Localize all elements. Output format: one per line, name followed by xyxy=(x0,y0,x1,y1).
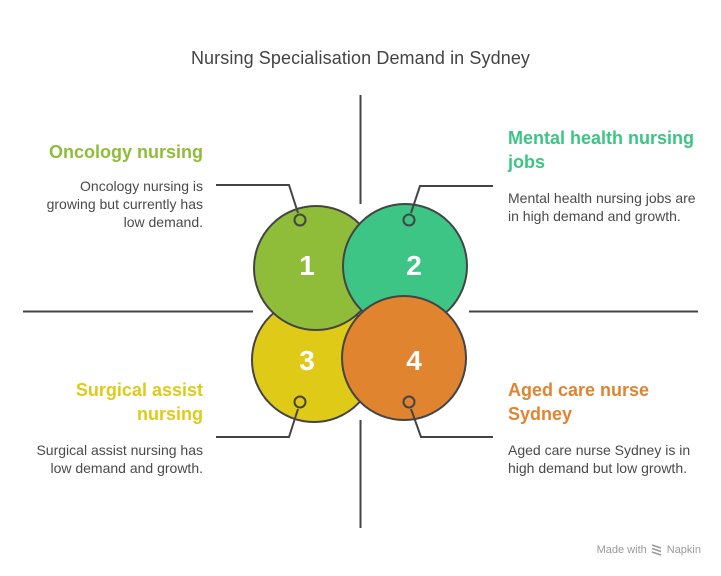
description-oncology: Oncology nursing is growing but currentl… xyxy=(46,178,203,230)
napkin-logo-icon xyxy=(651,544,661,556)
callout-connector-2 xyxy=(410,185,493,214)
number-2: 2 xyxy=(406,250,422,281)
callout-dot-4 xyxy=(402,395,416,409)
callout-dot-3 xyxy=(293,395,307,409)
callout-connector-3 xyxy=(216,408,299,438)
callout-connector-1 xyxy=(216,184,299,214)
heading-aged-care: Aged care nurse Sydney xyxy=(508,380,650,424)
callout-connector-4 xyxy=(410,408,493,438)
number-4: 4 xyxy=(406,345,422,376)
napkin-brand-label: Napkin xyxy=(666,544,701,556)
heading-mental-health: Mental health nursing jobs xyxy=(508,128,695,172)
circle-aged-care xyxy=(341,295,467,421)
description-surgical-assist: Surgical assist nursing has low demand a… xyxy=(36,442,203,476)
callout-dot-2 xyxy=(402,213,416,227)
description-mental-health: Mental health nursing jobs are in high d… xyxy=(508,190,696,224)
diagram-title: Nursing Specialisation Demand in Sydney xyxy=(190,48,531,68)
made-with-napkin-badge[interactable]: Made with Napkin xyxy=(597,544,701,556)
heading-surgical-assist: Surgical assist nursing xyxy=(75,380,203,424)
heading-oncology: Oncology nursing xyxy=(48,142,203,162)
number-1: 1 xyxy=(299,250,315,281)
description-aged-care: Aged care nurse Sydney is in high demand… xyxy=(508,442,691,476)
number-3: 3 xyxy=(299,345,315,376)
callout-dot-1 xyxy=(293,213,307,227)
made-with-label: Made with xyxy=(596,544,647,556)
